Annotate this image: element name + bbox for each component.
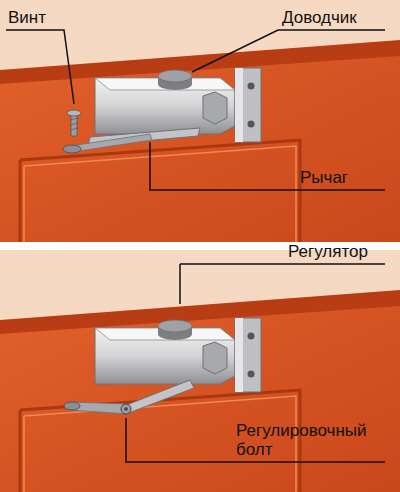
part-label: Регулятор — [288, 242, 393, 261]
leader-line — [126, 418, 385, 462]
part-label: Доводчик — [282, 8, 392, 27]
top-panel — [0, 0, 400, 242]
door — [0, 250, 400, 492]
door — [0, 0, 400, 242]
leader-line — [192, 30, 385, 72]
washer — [64, 402, 80, 410]
adjusting-bolt — [121, 404, 131, 414]
leader-line — [180, 263, 385, 265]
washer — [63, 145, 81, 153]
leader-line — [179, 264, 181, 304]
lever-arm — [124, 380, 194, 414]
leader-line — [150, 142, 385, 190]
bottom-panel — [0, 250, 400, 492]
part-label: Винт — [8, 8, 98, 27]
part-label: Регулировочный болт — [236, 421, 386, 459]
closer-body — [95, 318, 261, 392]
part-label: Рычаг — [300, 168, 390, 187]
screw — [67, 110, 81, 136]
lever-link — [70, 134, 152, 152]
leader-line — [6, 30, 74, 104]
